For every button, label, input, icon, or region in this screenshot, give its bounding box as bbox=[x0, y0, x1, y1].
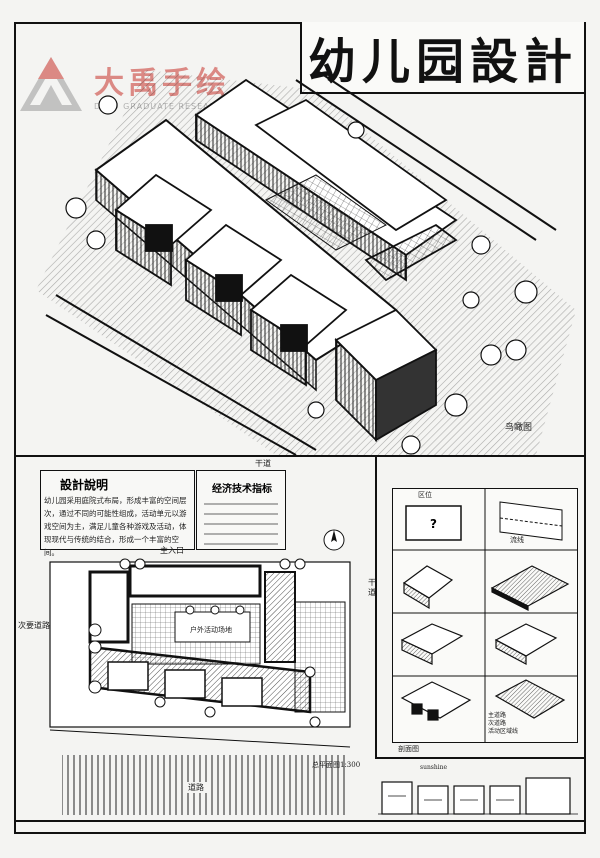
plan-courtyard-label: 户外活动场地 bbox=[190, 626, 232, 634]
legend-item-secondary: 次道路 bbox=[488, 720, 507, 727]
legend-item-main: 主道路 bbox=[488, 712, 507, 719]
section-note: sunshine bbox=[420, 764, 448, 771]
plan-road-top: 干道 bbox=[255, 459, 271, 468]
design-notes-title: 設計說明 bbox=[60, 478, 109, 492]
svg-text:?: ? bbox=[430, 517, 437, 531]
title-box: 幼儿园設計 bbox=[300, 22, 586, 94]
analysis-legend: 主道路 次道路 活动区域线 bbox=[488, 712, 518, 736]
plan-left-road: 次要道路 bbox=[18, 621, 50, 630]
analysis-diagrams: ? bbox=[392, 488, 578, 743]
plan-road-side: 干道 bbox=[368, 578, 376, 597]
bottom-road-hatching bbox=[62, 755, 345, 815]
divider-vertical bbox=[375, 457, 377, 757]
brand-logo-icon bbox=[20, 57, 82, 111]
analysis-site-label: 区位 bbox=[418, 491, 432, 499]
tech-indicators-title: 经济技术指标 bbox=[212, 484, 272, 495]
legend-item-activity: 活动区域线 bbox=[488, 728, 519, 735]
aerial-perspective-drawing bbox=[36, 69, 576, 455]
divider-bottom bbox=[375, 757, 586, 759]
section-title: 剖面图 bbox=[398, 745, 419, 753]
analysis-traffic-label: 流线 bbox=[510, 536, 524, 544]
section-drawing bbox=[378, 777, 578, 815]
poster-title: 幼儿园設計 bbox=[307, 34, 578, 90]
frame-bottom-line bbox=[14, 820, 586, 822]
north-arrow-icon bbox=[323, 529, 345, 551]
design-notes-body: 幼儿园采用庭院式布局，形成丰富的空间层次，通过不同的可能性组成，活动单元以游戏空… bbox=[44, 496, 187, 557]
plan-scale-note: 总平面图1:300 bbox=[312, 761, 361, 769]
tech-indicators-panel bbox=[196, 470, 286, 550]
aerial-caption: 鸟瞰图 bbox=[505, 423, 533, 433]
site-plan-drawing bbox=[49, 558, 351, 748]
divider-horizontal bbox=[14, 455, 586, 457]
tech-indicators-lines bbox=[204, 503, 278, 545]
design-notes-panel bbox=[40, 470, 195, 550]
plan-entrance: 主入口 bbox=[160, 546, 184, 555]
bottom-road-label: 道路 bbox=[185, 782, 207, 793]
